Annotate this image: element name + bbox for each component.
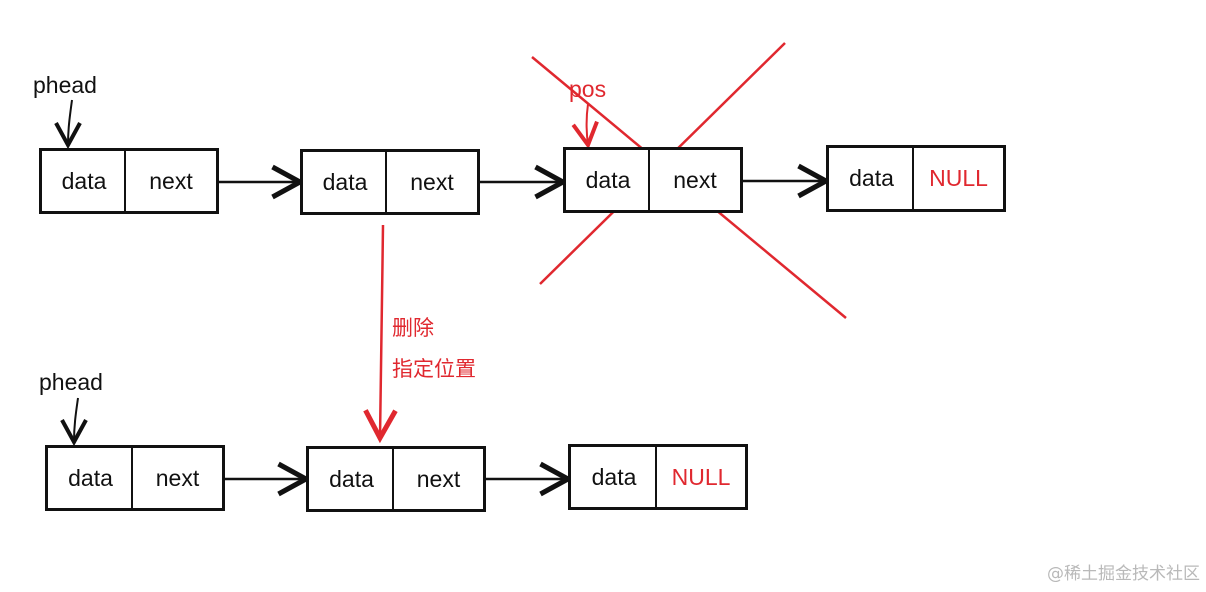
pos-label: pos <box>569 76 607 102</box>
top-node-1-next: next <box>124 148 219 214</box>
operation-label-line-1: 删除 <box>392 316 434 340</box>
bottom-node-1-data: data <box>45 445 133 511</box>
bottom-head-pointer <box>74 397 78 442</box>
top-node-2-next: next <box>385 149 480 215</box>
delete-operation-arrow <box>380 224 383 438</box>
watermark: @稀土掘金技术社区 <box>1047 564 1200 584</box>
top-head-label: phead <box>33 72 97 98</box>
top-node-3-next: next <box>648 147 743 213</box>
top-head-pointer <box>68 99 72 145</box>
bottom-node-3-null: NULL <box>655 444 748 510</box>
bottom-head-label: phead <box>39 369 103 395</box>
top-node-3-data: data <box>563 147 650 213</box>
pos-pointer <box>587 103 589 145</box>
bottom-node-2-data: data <box>306 446 394 512</box>
top-node-1-data: data <box>39 148 126 214</box>
top-node-4-null: NULL <box>912 145 1006 212</box>
operation-label-line-2: 指定位置 <box>392 357 476 381</box>
bottom-node-1-next: next <box>131 445 225 511</box>
top-node-4-data: data <box>826 145 914 212</box>
bottom-node-2-next: next <box>392 446 486 512</box>
top-node-2-data: data <box>300 149 387 215</box>
bottom-node-3-data: data <box>568 444 657 510</box>
